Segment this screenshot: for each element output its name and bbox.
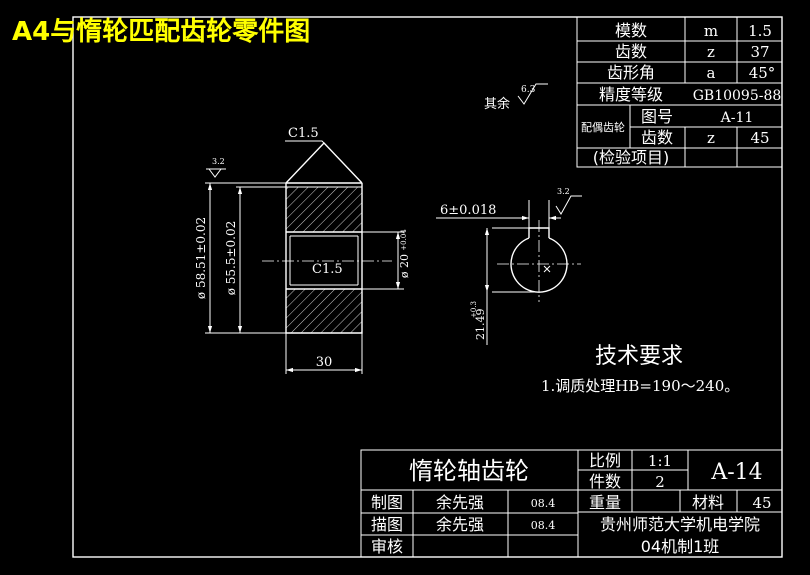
parameter-table: 模数 m 1.5 齿数 z 37 齿形角 a 45° 精度等级 GB10095-… xyxy=(576,16,783,168)
mating-value-teeth: 45 xyxy=(750,129,769,147)
roughness-value-keyway: 3.2 xyxy=(557,187,570,196)
mating-value-drawing-no: A-11 xyxy=(720,110,754,126)
param-value-accuracy: GB10095-88 xyxy=(693,88,782,104)
param-label-pressure-angle: 齿形角 xyxy=(607,63,655,82)
mating-symbol-teeth: z xyxy=(707,129,715,147)
tracer-date: 08.4 xyxy=(531,519,556,532)
mating-label-teeth: 齿数 xyxy=(641,128,673,147)
keyway-width-dimension: 6±0.018 xyxy=(440,203,496,218)
rest-roughness-label: 其余 xyxy=(484,96,510,112)
param-label-mating: 配偶齿轮 xyxy=(581,120,625,134)
chamfer-bore-label: C1.5 xyxy=(312,262,343,277)
scale-value: 1:1 xyxy=(648,452,672,470)
requirement-item: 1.调质处理HB=190～240。 xyxy=(541,377,739,395)
drafter-role: 制图 xyxy=(371,493,403,512)
param-label-accuracy: 精度等级 xyxy=(599,85,663,104)
drawing-title: A4与惰轮匹配齿轮零件图 xyxy=(12,17,310,47)
gear-section-view xyxy=(205,140,404,374)
rest-roughness-note: 其余 6.3 xyxy=(484,83,548,112)
institution: 贵州师范大学机电学院 xyxy=(600,515,760,534)
param-symbol-pressure-angle: a xyxy=(707,64,716,82)
param-label-teeth: 齿数 xyxy=(615,42,647,61)
roughness-symbol-section: 3.2 xyxy=(206,157,226,178)
param-label-module: 模数 xyxy=(615,21,647,40)
keyway-depth-tolerance: +0.3 xyxy=(470,301,478,318)
width-dimension: 30 xyxy=(316,355,333,370)
outer-diameter-dimension: ø 58.51±0.02 xyxy=(194,217,208,299)
rest-roughness-value: 6.3 xyxy=(521,85,536,95)
param-label-inspection: (检验项目) xyxy=(593,148,670,167)
quantity-value: 2 xyxy=(655,473,665,491)
drawing-number: A-14 xyxy=(710,460,762,485)
class-name: 04机制1班 xyxy=(641,537,720,556)
scale-label: 比例 xyxy=(589,451,621,470)
roughness-value-section: 3.2 xyxy=(212,157,225,166)
title-block: 惰轮轴齿轮 比例 1:1 件数 2 A-14 重量 材料 45 制图 余先强 0… xyxy=(360,449,783,558)
param-value-module: 1.5 xyxy=(748,22,772,40)
requirements-heading: 技术要求 xyxy=(595,344,683,369)
weight-label: 重量 xyxy=(589,493,621,512)
inner-diameter-dimension: ø 55.5±0.02 xyxy=(224,221,238,296)
mating-label-drawing-no: 图号 xyxy=(641,107,673,126)
keyway-view xyxy=(436,200,581,345)
keyway-depth-dimension: 21.49 xyxy=(474,309,487,341)
drafter-name: 余先强 xyxy=(436,493,484,512)
param-value-pressure-angle: 45° xyxy=(749,64,776,82)
quantity-label: 件数 xyxy=(589,472,621,491)
drafter-date: 08.4 xyxy=(531,497,556,510)
reviewer-role: 审核 xyxy=(371,537,403,556)
material-label: 材料 xyxy=(692,493,724,512)
bore-diameter-dimension: ø 20 xyxy=(398,254,411,278)
param-symbol-module: m xyxy=(704,22,718,40)
bore-tolerance: +0.04 xyxy=(400,229,408,251)
part-name: 惰轮轴齿轮 xyxy=(409,457,529,485)
roughness-symbol-keyway: 3.2 xyxy=(555,187,582,215)
material-value: 45 xyxy=(752,494,771,512)
tracer-name: 余先强 xyxy=(436,515,484,534)
param-value-teeth: 37 xyxy=(750,43,769,61)
tracer-role: 描图 xyxy=(371,515,403,534)
chamfer-top-label: C1.5 xyxy=(288,126,319,141)
param-symbol-teeth: z xyxy=(707,43,715,61)
